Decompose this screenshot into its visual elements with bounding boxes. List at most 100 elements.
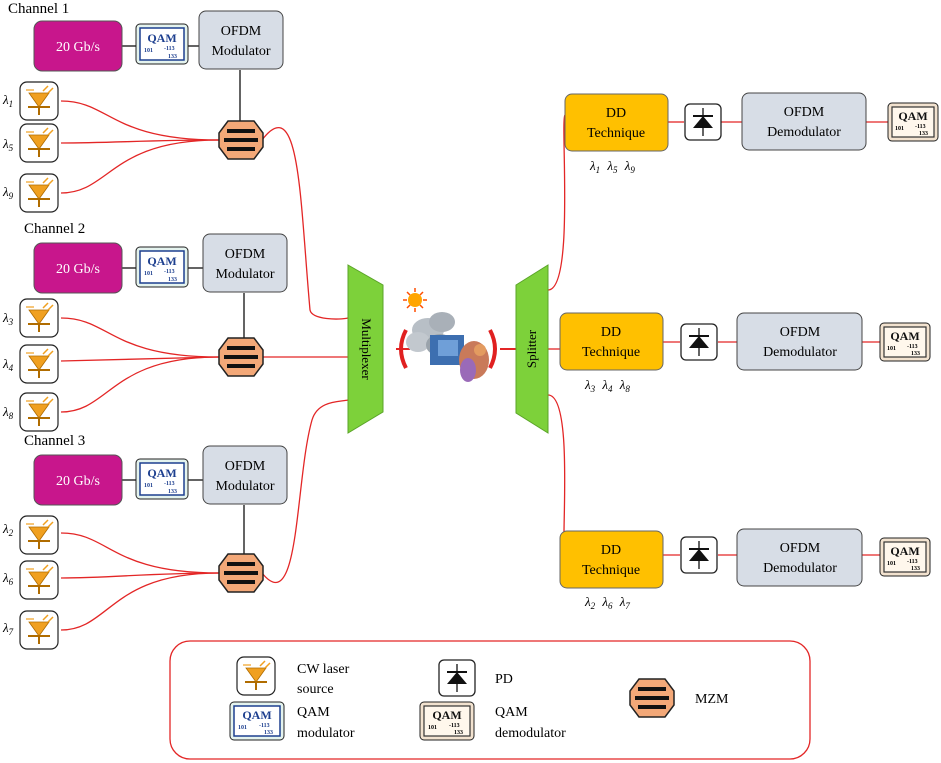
lambda-label: λ1 <box>2 92 13 109</box>
qam-modulator-icon: QAM 101 -113 133 <box>229 701 285 741</box>
qam-demodulator-icon: QAM 101 -113 133 <box>887 102 939 142</box>
data-source-box <box>33 454 123 506</box>
lambda-label: λ4 <box>2 356 14 373</box>
svg-text:101: 101 <box>144 48 153 54</box>
svg-text:QAM: QAM <box>147 466 176 480</box>
dd-technique-box <box>559 312 664 371</box>
svg-text:133: 133 <box>168 54 177 60</box>
channel-3: Channel 3 20 Gb/s QAM 101 -113 133 OFDM … <box>2 433 288 650</box>
wavelength-labels: λ2 λ6 λ7 <box>584 594 630 612</box>
svg-text:133: 133 <box>911 351 920 357</box>
electrical-links <box>122 45 245 555</box>
svg-text:DD: DD <box>601 543 621 558</box>
lambda-label: λ3 <box>2 310 14 327</box>
svg-text:-113: -113 <box>915 124 926 130</box>
free-space-channel-icon <box>399 288 497 382</box>
svg-text:Multiplexer: Multiplexer <box>359 318 374 380</box>
svg-text:133: 133 <box>454 730 463 736</box>
qam-demodulator-icon: QAM 101 -113 133 <box>879 322 931 362</box>
channel-label: Channel 2 <box>24 221 85 237</box>
cw-laser-icon <box>19 81 59 121</box>
svg-text:QAM: QAM <box>242 708 271 722</box>
channel-label: Channel 1 <box>8 1 69 17</box>
svg-text:101: 101 <box>887 561 896 567</box>
lambda-label: λ7 <box>2 620 14 637</box>
qam-demodulator-icon: QAM 101 -113 133 <box>419 701 475 741</box>
svg-text:Demodulator: Demodulator <box>763 345 837 360</box>
ofdm-modulator-box <box>198 10 284 70</box>
svg-text:133: 133 <box>168 489 177 495</box>
svg-text:101: 101 <box>144 271 153 277</box>
svg-text:-113: -113 <box>164 46 175 52</box>
wavelength-labels: λ1 λ5 λ9 <box>589 158 635 176</box>
photodiode-icon <box>680 536 718 574</box>
lambda-label: λ6 <box>2 570 14 587</box>
cw-laser-icon <box>19 344 59 384</box>
ofdm-demodulator-box <box>736 312 863 371</box>
channel-1: Channel 1 20 Gb/s QAM 101 -113 133 OFDM … <box>2 1 284 213</box>
svg-text:133: 133 <box>264 730 273 736</box>
data-source-box <box>33 20 123 72</box>
svg-text:QAM: QAM <box>898 109 927 123</box>
svg-text:QAM: QAM <box>432 708 461 722</box>
svg-text:Modulator: Modulator <box>211 44 270 59</box>
svg-text:QAM: QAM <box>890 544 919 558</box>
photodiode-icon <box>438 659 476 697</box>
mzm-icon <box>629 678 675 718</box>
svg-text:-113: -113 <box>164 481 175 487</box>
svg-text:-113: -113 <box>259 723 270 729</box>
svg-text:Demodulator: Demodulator <box>763 561 837 576</box>
cw-laser-icon <box>19 173 59 213</box>
cw-laser-icon <box>19 298 59 338</box>
cw-laser-icon <box>19 515 59 555</box>
receiver-3: DD Technique λ2 λ6 λ7 OFDM Demodulator Q… <box>559 528 931 612</box>
lambda-label: λ2 <box>2 521 14 538</box>
svg-text:Technique: Technique <box>587 126 645 141</box>
svg-text:101: 101 <box>428 725 437 731</box>
splitter: Splitter <box>515 264 549 434</box>
svg-text:demodulator: demodulator <box>495 726 566 741</box>
photodiode-icon <box>684 103 722 141</box>
svg-text:Modulator: Modulator <box>215 267 274 282</box>
lambda-label: λ8 <box>2 404 14 421</box>
svg-text:-113: -113 <box>907 344 918 350</box>
svg-text:101: 101 <box>895 126 904 132</box>
receiver-1: DD Technique λ1 λ5 λ9 OFDM Demodulator Q… <box>564 92 939 176</box>
lambda-label: λ5 <box>2 136 14 153</box>
receiver-2: DD Technique λ3 λ4 λ8 OFDM Demodulator Q… <box>559 312 931 395</box>
svg-text:OFDM: OFDM <box>784 105 825 120</box>
svg-text:-113: -113 <box>907 559 918 565</box>
svg-text:-113: -113 <box>449 723 460 729</box>
svg-text:OFDM: OFDM <box>780 325 821 340</box>
svg-text:source: source <box>297 682 334 697</box>
svg-text:QAM: QAM <box>495 705 528 720</box>
svg-text:101: 101 <box>887 346 896 352</box>
ofdm-modulator-box <box>202 233 288 293</box>
svg-text:PD: PD <box>495 672 513 687</box>
svg-text:QAM: QAM <box>147 254 176 268</box>
svg-text:OFDM: OFDM <box>225 247 266 262</box>
legend: CW laser source QAM 101 -113 133 QAM mod… <box>169 640 811 760</box>
svg-text:133: 133 <box>911 566 920 572</box>
svg-text:OFDM: OFDM <box>780 541 821 556</box>
svg-text:DD: DD <box>606 106 626 121</box>
channel-label: Channel 3 <box>24 433 85 449</box>
data-rate-label: 20 Gb/s <box>56 40 100 55</box>
svg-text:QAM: QAM <box>147 31 176 45</box>
svg-text:101: 101 <box>238 725 247 731</box>
channel-2: Channel 2 20 Gb/s QAM 101 -113 133 OFDM … <box>2 221 288 432</box>
qam-modulator-icon: QAM 101 -113 133 <box>135 23 189 65</box>
mzm-icon <box>218 553 264 593</box>
svg-text:Modulator: Modulator <box>215 479 274 494</box>
photodiode-icon <box>680 323 718 361</box>
data-source-box <box>33 242 123 294</box>
svg-text:modulator: modulator <box>297 726 355 741</box>
wavelength-labels: λ3 λ4 λ8 <box>584 377 630 395</box>
svg-text:QAM: QAM <box>890 329 919 343</box>
cw-laser-icon <box>19 610 59 650</box>
ofdm-demodulator-box <box>736 528 863 587</box>
svg-text:DD: DD <box>601 325 621 340</box>
svg-text:-113: -113 <box>164 269 175 275</box>
data-rate-label: 20 Gb/s <box>56 262 100 277</box>
